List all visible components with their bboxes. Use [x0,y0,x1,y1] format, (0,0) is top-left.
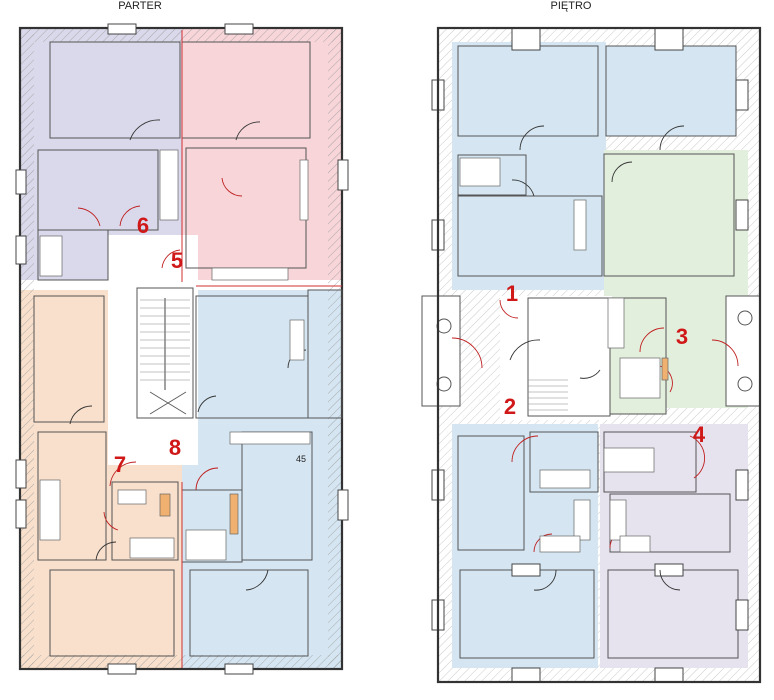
ground-windows [15,23,349,675]
upper-floor-title: PIĘTRO [551,0,592,12]
ground-stair-hall [108,235,198,465]
upper-fixtures [459,157,669,553]
ground-staircase [136,287,194,419]
apartment-number-5: 5 [171,248,183,273]
ground-doors [69,119,307,591]
ground-floor-plan: PARTER [15,0,349,675]
dimension-label: 45 [296,454,306,464]
ground-apartment-8-zone [182,290,342,668]
upper-outer-wall [436,26,762,684]
upper-staircase [509,297,611,417]
upper-floor-plan: PIĘTRO [421,0,762,684]
apartment-number-4: 4 [693,422,706,447]
apartment-number-7: 7 [114,452,126,477]
apartment-number-2: 2 [504,394,516,419]
upper-stair-hall [500,296,612,420]
upper-doors [451,125,739,591]
ground-red-lines [181,30,342,668]
apartment-number-6: 6 [137,213,149,238]
apartment-number-3: 3 [676,324,688,349]
ground-fixtures [39,149,311,561]
ground-rooms [33,41,343,657]
ground-floor-title: PARTER [118,0,162,12]
upper-balconies [421,295,761,407]
apartment-number-8: 8 [169,435,181,460]
apartment-number-1: 1 [506,281,518,306]
ground-apartment-5-zone [182,28,342,280]
